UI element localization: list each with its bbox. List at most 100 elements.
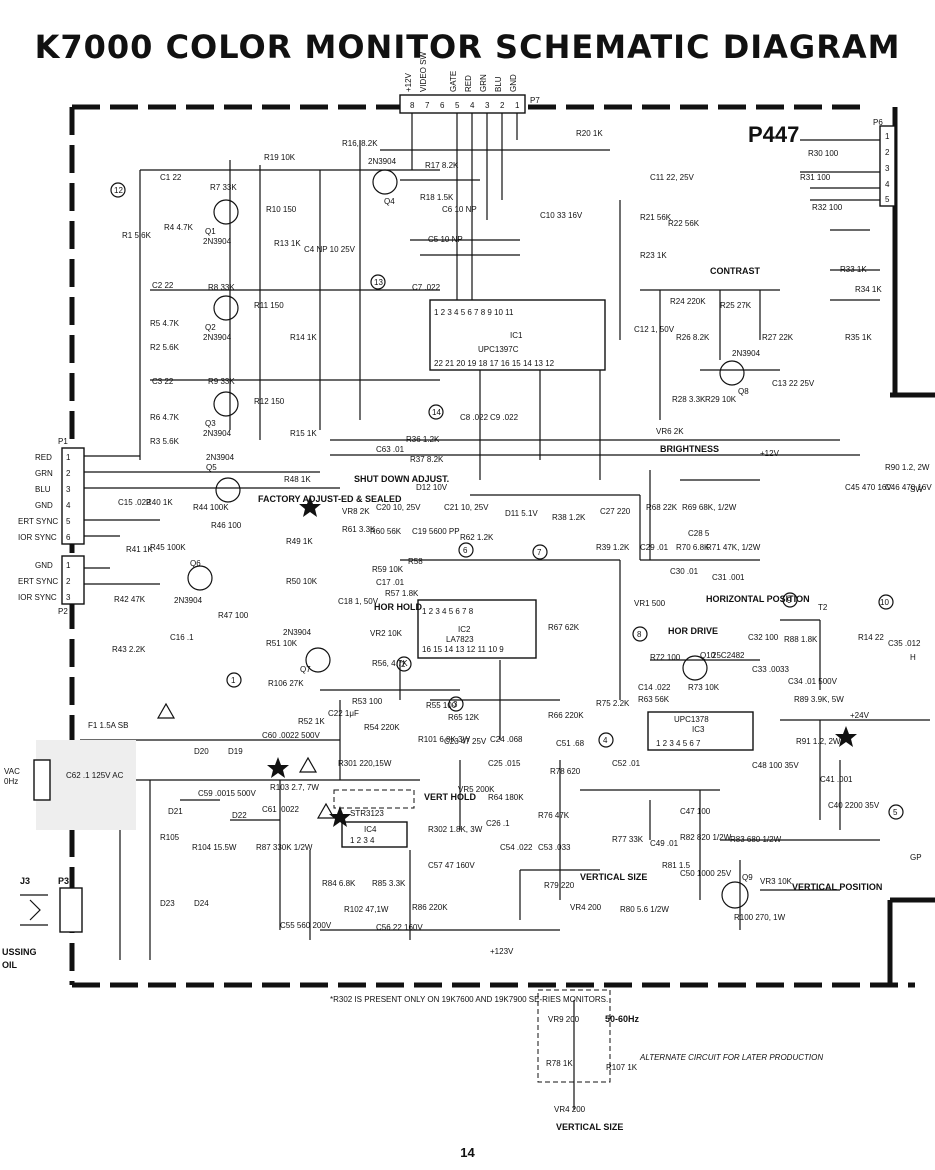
q7-ref: Q7 (300, 665, 311, 674)
label-r8: R8 33K (208, 283, 235, 292)
q1-type: 2N3904 (203, 237, 232, 246)
label-r31: R31 100 (800, 173, 831, 182)
ic4-pins: 1 2 3 4 (350, 836, 375, 845)
label-vr6: VR6 2K (656, 427, 684, 436)
label-r61: R61 3.3K (342, 525, 376, 534)
label-d22: D22 (232, 811, 247, 820)
label-c21: C21 10, 25V (444, 503, 489, 512)
label-r81: R81 1.5 (662, 861, 691, 870)
p1-name: P1 (58, 437, 68, 446)
label-r62: R62 1.2K (460, 533, 494, 542)
q6-ref: Q6 (190, 559, 201, 568)
shutdown-label: SHUT DOWN ADJUST. (354, 474, 449, 484)
label-d24: D24 (194, 899, 209, 908)
label-r70: R70 6.8K (676, 543, 710, 552)
q5-ref: Q5 (206, 463, 217, 472)
label-r301: R301 220,15W (338, 759, 392, 768)
label-r53: R53 100 (352, 697, 383, 706)
label-r19: R19 10K (264, 153, 296, 162)
label-c31: C31 .001 (712, 573, 745, 582)
p2-vsync: ERT SYNC (18, 577, 58, 586)
label-r9: R9 33K (208, 377, 235, 386)
label-r88: R88 1.8K (784, 635, 818, 644)
svg-text:2: 2 (66, 577, 71, 586)
label-r10: R10 150 (266, 205, 297, 214)
label-r14b: R14 22 (858, 633, 884, 642)
label-r40: R40 1K (146, 498, 173, 507)
board-border (69, 104, 935, 988)
label-r58: R58 (408, 557, 423, 566)
component-labels: R16, 8.2K R19 10K R20 1K R17 8.2K R18 1.… (112, 129, 932, 932)
callout-markers: 12 13 14 1 2 3 4 5 6 7 8 9 10 (110, 182, 904, 820)
vac-label: VAC (4, 767, 20, 776)
label-r103: R103 2.7, 7W (270, 783, 319, 792)
label-vr2: VR2 10K (370, 629, 403, 638)
marker-3: 3 (453, 700, 458, 709)
label-c55: C55 560 200V (280, 921, 332, 930)
star-icon (267, 757, 289, 778)
p7-sig-video: VIDEO SW (419, 52, 428, 92)
label-r25: R25 27K (720, 301, 752, 310)
star-icon (835, 726, 857, 747)
label-c16: C16 .1 (170, 633, 194, 642)
label-r54: R54 220K (364, 723, 400, 732)
marker-1: 1 (231, 676, 236, 685)
transistor-q2 (213, 295, 239, 321)
label-c1: C1 22 (160, 173, 182, 182)
label-c60: C60 .0022 500V (262, 731, 320, 740)
svg-text:2: 2 (500, 101, 505, 110)
p7-sig-12v: +12V (404, 72, 413, 92)
label-r28: R28 3.3K (672, 395, 706, 404)
q2-type: 2N3904 (203, 333, 232, 342)
label-r78: R78 620 (550, 767, 581, 776)
label-r90: R90 1.2, 2W (885, 463, 930, 472)
label-r49: R49 1K (286, 537, 313, 546)
marker-5: 5 (893, 808, 898, 817)
wire-network (80, 139, 930, 960)
label-r104: R104 15.5W (192, 843, 237, 852)
svg-text:7: 7 (425, 101, 430, 110)
label-r14: R14 1K (290, 333, 317, 342)
label-c23: C23 47 25V (444, 737, 487, 746)
label-r1: R1 5.6K (122, 231, 152, 240)
label-r302: R302 1.8K, 3W (428, 825, 483, 834)
transistor-q10 (682, 655, 708, 681)
label-r13: R13 1K (274, 239, 301, 248)
label-c51: C51 .68 (556, 739, 585, 748)
label-d19: D19 (228, 747, 243, 756)
svg-text:3: 3 (66, 593, 71, 602)
p1-vsync: ERT SYNC (18, 517, 58, 526)
label-r2: R2 5.6K (150, 343, 180, 352)
label-r50: R50 10K (286, 577, 318, 586)
q3-ref: Q3 (205, 419, 216, 428)
contrast-label: CONTRAST (710, 266, 760, 276)
ic2-name: IC2 (458, 625, 471, 634)
label-d12: D12 10V (416, 483, 448, 492)
q4-type: 2N3904 (368, 157, 397, 166)
label-r41: R41 1K (126, 545, 153, 554)
p1-gnd: GND (35, 501, 53, 510)
label-r48: R48 1K (284, 475, 311, 484)
label-d21: D21 (168, 807, 183, 816)
p1-grn: GRN (35, 469, 53, 478)
label-vr4: VR4 200 (570, 903, 602, 912)
label-c61: C61 .0022 (262, 805, 299, 814)
svg-text:2: 2 (66, 469, 71, 478)
label-r17: R17 8.2K (425, 161, 459, 170)
ic3-name: IC3 (692, 725, 705, 734)
label-r60: R60 56K (370, 527, 402, 536)
label-c35: C35 .012 (888, 639, 921, 648)
coil-label: OIL (2, 960, 18, 970)
marker-6: 6 (463, 546, 468, 555)
p2-hsync: IOR SYNC (18, 593, 57, 602)
ic1-top-pins: 1 2 3 4 5 6 7 8 9 10 11 (434, 308, 514, 317)
label-r43: R43 2.2K (112, 645, 146, 654)
transistor-q7 (305, 647, 331, 673)
alt-vr9: VR9 200 (548, 1015, 580, 1024)
gp-label: GP (910, 853, 922, 862)
q3-type: 2N3904 (203, 429, 232, 438)
label-r68: R68 22K (646, 503, 678, 512)
alt-vertical-size: VERTICAL SIZE (556, 1122, 623, 1132)
label-r3: R3 5.6K (150, 437, 180, 446)
label-r33: R33 1K (840, 265, 867, 274)
